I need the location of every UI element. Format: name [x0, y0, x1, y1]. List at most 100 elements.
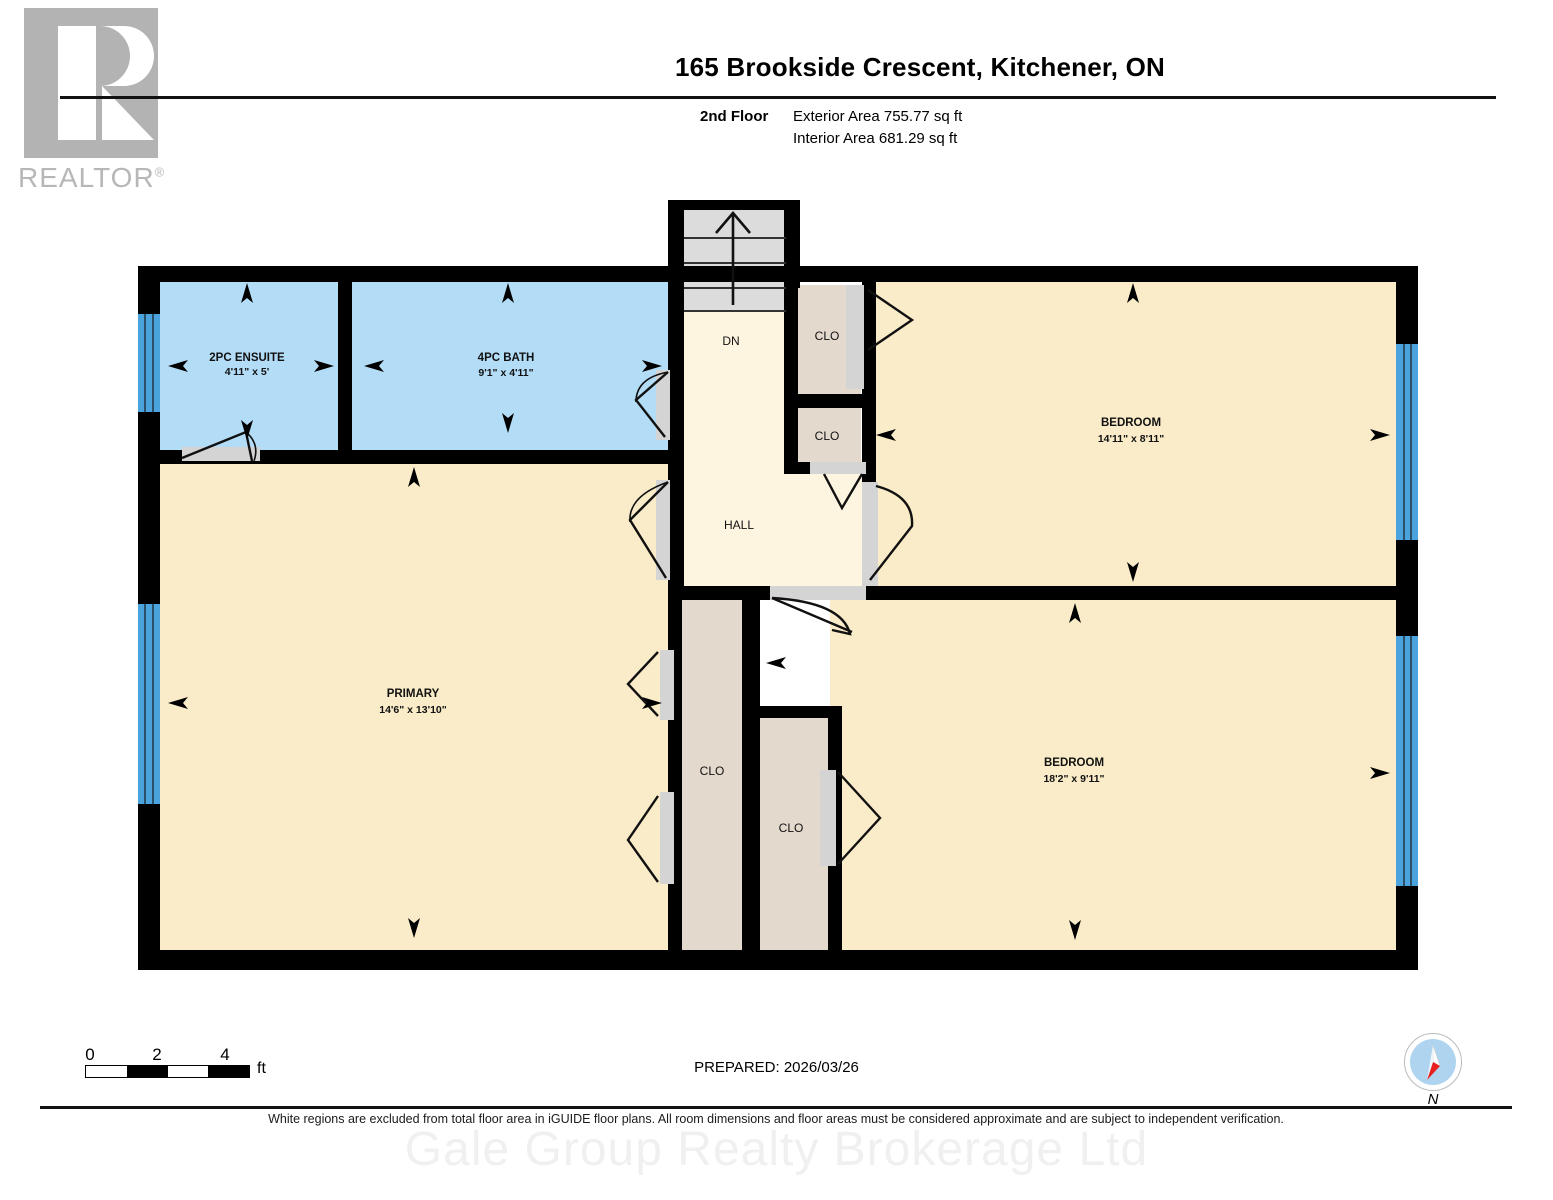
windows — [138, 314, 1418, 886]
arrow-up — [408, 467, 420, 487]
arrow-down — [1127, 562, 1139, 582]
room-dim: 9'1" x 4'11" — [478, 367, 533, 379]
wall-closet-right-1 — [862, 278, 876, 400]
opening-closet4 — [820, 770, 836, 866]
wall-bath-bottom — [160, 450, 670, 464]
wall-bottom — [138, 950, 1418, 970]
opening-bed1-hall — [862, 482, 878, 586]
realtor-logo: REALTOR® — [14, 8, 184, 198]
scale-unit: ft — [257, 1060, 266, 1077]
closet-tag: CLO — [779, 821, 804, 835]
footer-divider — [40, 1106, 1512, 1109]
window-right-upper — [1396, 344, 1418, 540]
room-dim: 14'6" x 13'10" — [379, 704, 447, 716]
page-title: 165 Brookside Crescent, Kitchener, ON — [674, 52, 1166, 82]
room-dim: 14'11" x 8'11" — [1098, 433, 1164, 445]
arrow-left — [364, 360, 384, 372]
wall-closet-right-2 — [862, 400, 876, 474]
scale-tick: 2 — [152, 1045, 162, 1064]
room-labels: 2PC ENSUITE 4'11" x 5' 4PC BATH 9'1" x 4… — [209, 352, 1164, 785]
wall-closet1-left — [784, 282, 798, 400]
compass-rose: N — [1404, 1033, 1464, 1113]
room-dim: 4'11" x 5' — [225, 366, 269, 378]
compass-north-label: N — [1427, 1091, 1439, 1108]
realtor-logo-text: REALTOR® — [18, 162, 166, 193]
closet-tag: CLO — [700, 764, 725, 778]
room-label: 4PC BATH — [478, 352, 535, 364]
arrow-up — [1069, 603, 1081, 623]
closet-fill-4 — [760, 712, 828, 962]
closet-tag: CLO — [815, 329, 840, 343]
wall-stair-top — [668, 200, 800, 210]
wall-stair-left — [668, 200, 684, 596]
wall-bedroom-divider — [876, 586, 1418, 600]
room-label: BEDROOM — [1101, 417, 1161, 429]
wall-closet2-left — [784, 400, 798, 470]
area-tags: DN HALL CLO CLO CLO CLO — [700, 329, 840, 835]
exterior-area: Exterior Area 755.77 sq ft — [793, 108, 963, 125]
hall-tag: HALL — [724, 518, 754, 532]
disclaimer-text: White regions are excluded from total fl… — [268, 1112, 1284, 1126]
room-fill-bedroom-1 — [870, 278, 1397, 588]
arrow-right — [1370, 767, 1390, 779]
window-right-lower — [1396, 636, 1418, 886]
compass-needle-south — [1427, 1062, 1440, 1080]
opening-closet3a — [660, 650, 674, 720]
floor-summary: 2nd Floor Exterior Area 755.77 sq ft Int… — [700, 108, 962, 152]
opening-bed2-hall — [770, 586, 866, 600]
arrow-down — [502, 413, 514, 433]
wall-closet4-top — [760, 706, 842, 718]
stairs-down-tag: DN — [722, 334, 739, 348]
closet-fill-2 — [795, 405, 861, 465]
room-label: BEDROOM — [1044, 757, 1104, 769]
arrow-left — [168, 697, 188, 709]
window-left-upper — [138, 314, 160, 412]
stairs-direction-arrow — [715, 210, 751, 305]
closet-tag: CLO — [815, 429, 840, 443]
opening-closet2 — [810, 462, 866, 474]
view-arrows — [168, 283, 1390, 940]
closet-fill-3 — [680, 598, 742, 962]
wall-closet3-right — [742, 596, 760, 962]
compass-needle-west — [1427, 1045, 1433, 1080]
prepared-date: PREPARED: 2026/03/26 — [694, 1059, 859, 1076]
arrow-down — [1069, 920, 1081, 940]
room-label: 2PC ENSUITE — [209, 352, 285, 364]
room-label: PRIMARY — [387, 688, 440, 700]
room-dim: 18'2" x 9'11" — [1043, 773, 1104, 785]
arrow-up — [502, 283, 514, 303]
wall-closet1-bottom — [784, 394, 876, 408]
scale-tick: 0 — [85, 1045, 95, 1064]
arrow-left — [766, 657, 786, 669]
arrow-right — [642, 360, 662, 372]
arrow-right — [642, 697, 662, 709]
brokerage-watermark: Gale Group Realty Brokerage Ltd — [404, 1123, 1149, 1176]
opening-closet3b — [660, 792, 674, 884]
arrow-up — [241, 283, 253, 303]
scale-bar: 0 2 4 ft — [85, 1045, 266, 1078]
room-fill-hall-wide — [682, 460, 862, 595]
arrow-up — [1127, 283, 1139, 303]
opening-bath-hall — [656, 370, 670, 440]
scale-tick: 4 — [220, 1045, 230, 1064]
arrow-down — [241, 420, 253, 440]
room-fills — [160, 200, 1397, 962]
interior-area: Interior Area 681.29 sq ft — [793, 130, 958, 147]
arrow-right — [314, 360, 334, 372]
title-divider — [60, 96, 1496, 99]
opening-primary-hall — [656, 480, 670, 580]
stairs — [684, 237, 786, 312]
realtor-logo-mark — [24, 8, 158, 158]
room-fill-primary — [160, 462, 668, 962]
window-left-lower — [138, 604, 160, 804]
arrow-right — [1370, 429, 1390, 441]
room-fill-bedroom-2 — [830, 600, 1397, 962]
scale-bar-graphic — [85, 1065, 250, 1078]
arrow-down — [408, 918, 420, 938]
opening-closet1 — [846, 285, 864, 389]
wall-top — [138, 266, 1418, 282]
floor-label: 2nd Floor — [700, 108, 769, 125]
wall-ensuite-right — [338, 278, 352, 456]
wall-stair-right — [784, 200, 800, 288]
room-fill-bath — [352, 278, 668, 456]
